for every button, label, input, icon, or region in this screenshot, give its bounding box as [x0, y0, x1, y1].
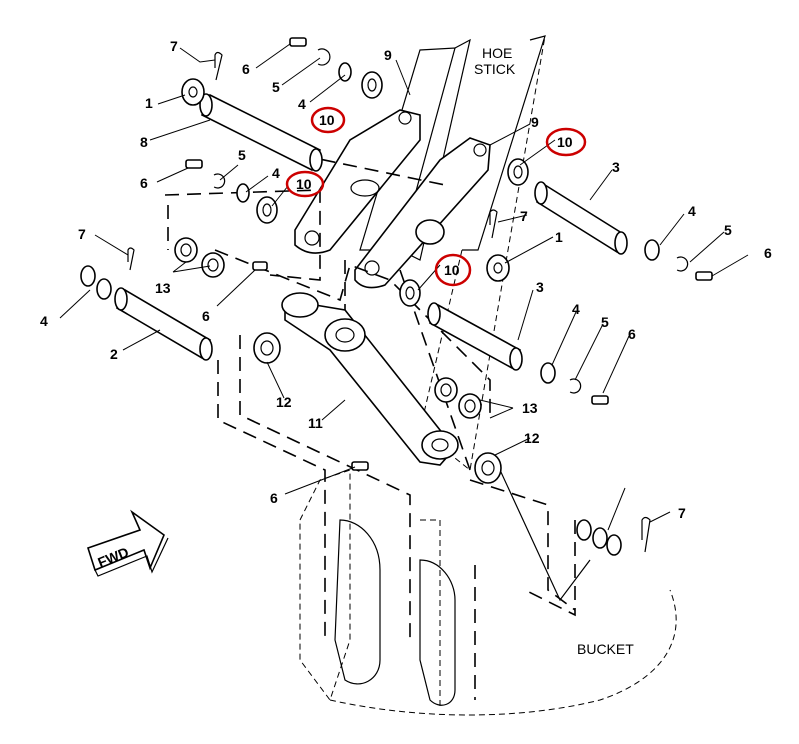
callout-6: 6: [242, 61, 250, 77]
callout-10: 10: [444, 262, 460, 278]
highlight-ring: [545, 127, 587, 157]
callout-3: 3: [612, 159, 620, 175]
callout-6: 6: [628, 326, 636, 342]
callout-7: 7: [520, 208, 528, 224]
callout-6: 6: [202, 308, 210, 324]
callout-10: 10: [557, 134, 573, 150]
callout-5: 5: [601, 314, 609, 330]
callout-7: 7: [678, 505, 686, 521]
callout-8: 8: [140, 134, 148, 150]
pin-axes: [164, 154, 576, 700]
callout-6: 6: [270, 490, 278, 506]
pin-part-2: [114, 287, 213, 361]
fwd-arrow-icon: FWD: [87, 509, 169, 577]
callout-6: 6: [140, 175, 148, 191]
highlight-ring: [310, 106, 346, 134]
callout-4: 4: [688, 203, 696, 219]
bucket-outline: [299, 469, 677, 716]
highlight-rings: [285, 106, 587, 287]
callout-7: 7: [78, 226, 86, 242]
callout-10: 10: [296, 176, 312, 192]
washers-and-fasteners: [80, 37, 713, 556]
callout-5: 5: [238, 147, 246, 163]
callout-4: 4: [272, 165, 280, 181]
callout-11: 11: [308, 415, 323, 431]
bucket-label: BUCKET: [577, 641, 634, 657]
pin-part-8: [199, 93, 323, 172]
callout-13: 13: [155, 280, 171, 296]
leader-lines: [59, 43, 749, 531]
link-part-9-right: [354, 137, 491, 289]
callout-6: 6: [764, 245, 772, 261]
highlight-ring: [285, 170, 325, 198]
hoe-stick-label-line1: HOE: [482, 45, 512, 61]
highlight-ring: [434, 253, 472, 287]
callout-9: 9: [384, 47, 392, 63]
callout-10: 10: [319, 112, 335, 128]
bushings: [174, 71, 529, 484]
callout-4: 4: [572, 301, 580, 317]
callout-5: 5: [724, 222, 732, 238]
callout-13: 13: [522, 400, 538, 416]
link-part-9-left: [294, 109, 421, 254]
callout-9: 9: [531, 114, 539, 130]
callout-2: 2: [110, 346, 118, 362]
link-part-11: [281, 292, 459, 466]
callout-12: 12: [276, 394, 292, 410]
callout-1: 1: [145, 95, 153, 111]
callout-4: 4: [298, 96, 306, 112]
callout-4: 4: [40, 313, 48, 329]
callout-7: 7: [170, 38, 178, 54]
pin-part-3-middle: [427, 302, 523, 371]
callout-3: 3: [536, 279, 544, 295]
callout-5: 5: [272, 79, 280, 95]
hoe-stick-label-line2: STICK: [474, 61, 516, 77]
pin-part-3-upper: [534, 181, 628, 255]
callout-12: 12: [524, 430, 540, 446]
callouts: 1 1 2 3 3 4 4 4 4 4 5 5 5 5 6 6 6 6 6 6 …: [40, 38, 772, 521]
callout-1: 1: [555, 229, 563, 245]
